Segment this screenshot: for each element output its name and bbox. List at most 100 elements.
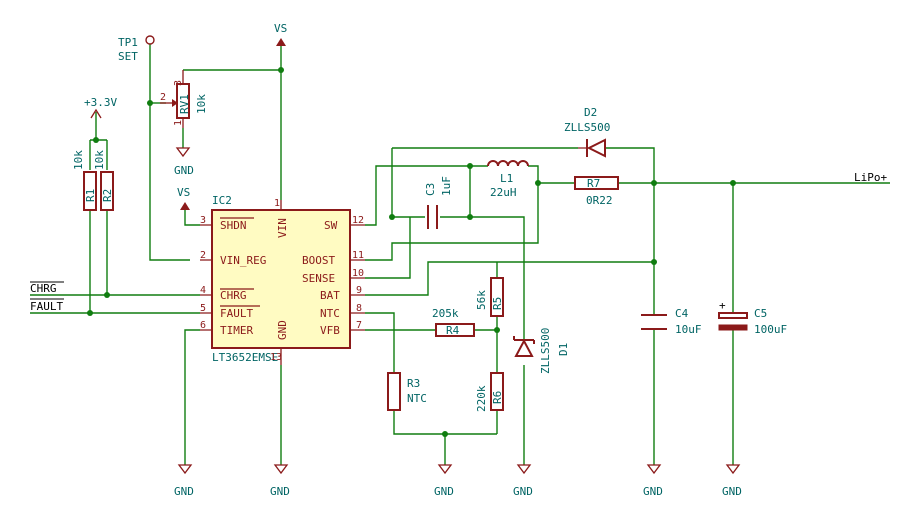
gnd-timer-label: GND <box>174 485 194 498</box>
c5-plus: + <box>719 299 726 312</box>
fault-label: FAULT <box>30 300 63 313</box>
r1-resistor: R1 10k <box>72 150 97 211</box>
ic2-pin-chrg: CHRG <box>220 289 247 302</box>
gnd-ic-label: GND <box>270 485 290 498</box>
r5-resistor: R5 56k <box>475 277 504 317</box>
c3-capacitor: C3 1uF <box>424 176 453 229</box>
ic2-pnum-6: 6 <box>200 320 206 331</box>
c5-val: 100uF <box>754 323 787 336</box>
gnd-c5-symbol: GND <box>722 464 742 498</box>
ic2-pnum-3: 3 <box>200 215 206 226</box>
vs-left-symbol: VS <box>177 186 190 210</box>
lipo-net-label: LiPo+ <box>854 171 887 184</box>
lipo-label: LiPo+ <box>854 171 887 184</box>
r3-ref: R3 <box>407 377 420 390</box>
c3-val: 1uF <box>440 176 453 196</box>
rv1-pin1: 1 <box>173 120 184 126</box>
ic2-pin-shdn: SHDN <box>220 219 247 232</box>
r2-val: 10k <box>93 150 106 170</box>
chrg-net-label: CHRG <box>30 281 64 295</box>
ic2-ref: IC2 <box>212 194 232 207</box>
tp1-testpoint: TP1 SET <box>118 35 155 63</box>
ic2-pnum-8: 8 <box>356 303 362 314</box>
rv1-pin2: 2 <box>160 92 166 103</box>
ic2-pnum-5: 5 <box>200 303 206 314</box>
r2-ref: R2 <box>101 189 114 202</box>
r4-resistor: R4 205k <box>432 307 475 337</box>
ic2-pin-fault: FAULT <box>220 307 253 320</box>
d1-val: ZLLS500 <box>539 328 552 374</box>
r5-val: 56k <box>475 290 488 310</box>
r6-ref: R6 <box>491 391 504 404</box>
vs-left-label: VS <box>177 186 190 199</box>
ic2-pnum-13: 13 <box>270 352 282 363</box>
r4-ref: R4 <box>446 324 460 337</box>
r3-val: NTC <box>407 392 427 405</box>
ic2-pin-vin-reg: VIN_REG <box>220 254 266 267</box>
d2-ref: D2 <box>584 106 597 119</box>
c5-ref: C5 <box>754 307 767 320</box>
chrg-label: CHRG <box>30 282 57 295</box>
d2-val: ZLLS500 <box>564 121 610 134</box>
v33-symbol: +3.3V <box>84 96 117 119</box>
r6-val: 220k <box>475 385 488 412</box>
l1-ref: L1 <box>500 172 513 185</box>
gnd-ntc-symbol: GND <box>434 464 454 498</box>
tp1-ref: TP1 <box>118 36 138 49</box>
gnd-d1-symbol: GND <box>513 464 533 498</box>
gnd-c5-label: GND <box>722 485 742 498</box>
ic2-pin-vfb: VFB <box>320 324 340 337</box>
r7-resistor: R7 0R22 <box>574 176 619 207</box>
ic2-pnum-2: 2 <box>200 250 206 261</box>
d1-zener-diode: D1 ZLLS500 <box>513 328 570 374</box>
ic2-pin-sense: SENSE <box>302 272 335 285</box>
gnd-d1-label: GND <box>513 485 533 498</box>
ic2-pnum-7: 7 <box>356 320 362 331</box>
ic2-pin-boost: BOOST <box>302 254 335 267</box>
ic2-pin-ntc: NTC <box>320 307 340 320</box>
r6-resistor: R6 220k <box>475 372 504 412</box>
r1-ref: R1 <box>84 189 97 202</box>
junctions <box>87 67 736 437</box>
r2-resistor: R2 10k <box>93 150 114 211</box>
r4-val: 205k <box>432 307 459 320</box>
ic2-pnum-10: 10 <box>352 268 364 279</box>
r5-ref: R5 <box>491 297 504 310</box>
l1-val: 22uH <box>490 186 517 199</box>
c4-val: 10uF <box>675 323 702 336</box>
ic2-val: LT3652EMSE <box>212 351 278 364</box>
ic2-pin-timer: TIMER <box>220 324 253 337</box>
fault-net-label: FAULT <box>30 298 64 313</box>
rv1-ref: RV1 <box>178 94 191 114</box>
gnd-ic-symbol: GND <box>270 464 290 498</box>
rv1-val: 10k <box>195 94 208 114</box>
ic2-pnum-9: 9 <box>356 285 362 296</box>
ic2-pin-gnd: GND <box>276 320 289 340</box>
c5-electrolytic-capacitor: + C5 100uF <box>718 299 787 336</box>
r7-ref: R7 <box>587 177 600 190</box>
ic2-pnum-1: 1 <box>274 198 280 209</box>
vs-top-label: VS <box>274 22 287 35</box>
r1-val: 10k <box>72 150 85 170</box>
r7-val: 0R22 <box>586 194 613 207</box>
gnd-c4-label: GND <box>643 485 663 498</box>
gnd-rv1-symbol: GND <box>174 147 194 177</box>
c4-ref: C4 <box>675 307 689 320</box>
rv1-potentiometer: RV1 10k 3 2 1 <box>160 70 208 128</box>
d1-ref: D1 <box>557 343 570 356</box>
gnd-rv1-label: GND <box>174 164 194 177</box>
c3-ref: C3 <box>424 183 437 196</box>
c4-capacitor: C4 10uF <box>641 307 702 336</box>
gnd-timer-symbol: GND <box>174 464 194 498</box>
ic2-pnum-4: 4 <box>200 285 206 296</box>
ic2-pnum-12: 12 <box>352 215 364 226</box>
rv1-pin3: 3 <box>173 80 184 86</box>
ic2-pin-vin: VIN <box>276 218 289 238</box>
v33-label: +3.3V <box>84 96 117 109</box>
ic2-pnum-11: 11 <box>352 250 364 261</box>
vs-top-symbol: VS <box>274 22 287 46</box>
ic2-pin-sw: SW <box>324 219 338 232</box>
l1-inductor: L1 22uH <box>487 160 529 199</box>
ic2-pin-bat: BAT <box>320 289 340 302</box>
